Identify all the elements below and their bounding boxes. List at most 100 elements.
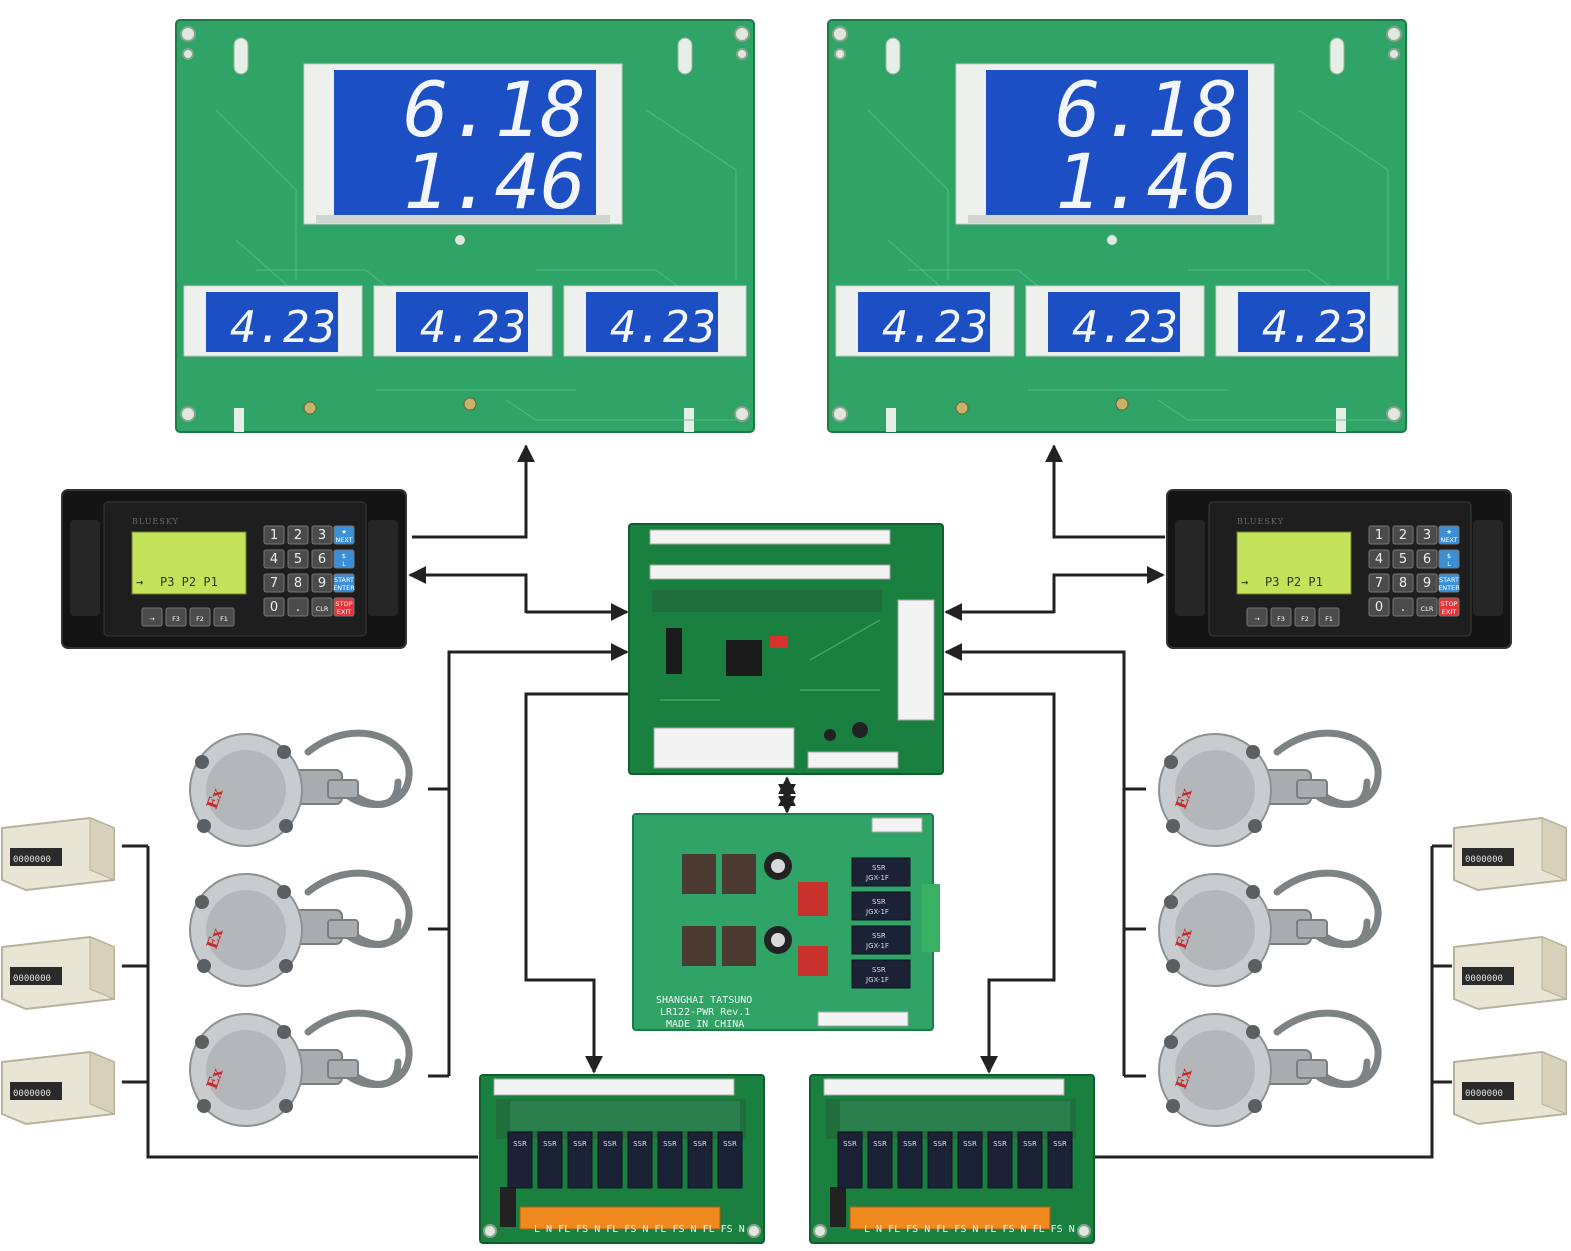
keypad-key-label-right-3-2: CLR <box>1421 605 1434 613</box>
side-key-top-left-1: $ <box>342 552 346 560</box>
keypad-key-left-2-1[interactable] <box>287 573 309 593</box>
power-board-silkscreen-2: LR122-PWR Rev.1 <box>660 1007 750 1018</box>
side-key-left-2[interactable] <box>333 573 355 593</box>
function-key-left-2[interactable] <box>189 607 211 627</box>
wire-terminal-right-to-display-right <box>1045 444 1165 539</box>
function-key-left-0[interactable] <box>141 607 163 627</box>
power-relay-3 <box>851 959 911 989</box>
side-key-label-left-1: L <box>342 560 346 568</box>
function-key-label-left-0: → <box>149 615 155 623</box>
power-relay-1 <box>851 891 911 921</box>
main-price-readout-right: 6.18 <box>1055 65 1238 154</box>
small-readout-right-2: 4.23 <box>1072 302 1178 353</box>
main-control-board <box>628 523 944 775</box>
power-board-silkscreen-1: SHANGHAI TATSUNO <box>656 995 752 1006</box>
keypad-key-left-0-2[interactable] <box>311 525 333 545</box>
keypad-key-label-left-3-1: . <box>296 600 300 615</box>
keypad-key-left-2-0[interactable] <box>263 573 285 593</box>
keypad-key-right-0-2[interactable] <box>1416 525 1438 545</box>
terminal-brand-right: BLUESKY <box>1237 517 1284 526</box>
pulser-right-3 <box>1159 1013 1378 1126</box>
side-key-top-right-1: $ <box>1447 552 1451 560</box>
function-key-left-1[interactable] <box>165 607 187 627</box>
counter-digits-left-3: 0000000 <box>13 1089 51 1099</box>
keypad-key-left-0-1[interactable] <box>287 525 309 545</box>
wire-right-counters-bus <box>1095 846 1434 1159</box>
counter-right-3 <box>1453 1051 1567 1125</box>
keypad-key-left-1-2[interactable] <box>311 549 333 569</box>
terminal-screen-arrow-right: → <box>1241 575 1248 589</box>
counter-right-2 <box>1453 936 1567 1010</box>
relay-label-right-5: SSR <box>993 1140 1007 1148</box>
keypad-key-label-left-2-2: 9 <box>318 576 326 591</box>
keypad-key-right-2-0[interactable] <box>1368 573 1390 593</box>
keypad-key-left-2-2[interactable] <box>311 573 333 593</box>
side-key-right-3[interactable] <box>1438 597 1460 617</box>
keypad-key-left-3-2[interactable] <box>311 597 333 617</box>
function-key-right-1[interactable] <box>1270 607 1292 627</box>
keypad-key-label-left-2-1: 8 <box>294 576 302 591</box>
keypad-key-right-3-0[interactable] <box>1368 597 1390 617</box>
keypad-key-left-3-1[interactable] <box>287 597 309 617</box>
relay-left-0 <box>507 1131 533 1189</box>
keypad-key-left-3-0[interactable] <box>263 597 285 617</box>
side-key-label-right-1: L <box>1447 560 1451 568</box>
function-key-label-right-3: F1 <box>1325 615 1333 623</box>
relay-right-1 <box>867 1131 893 1189</box>
relay-terminal-labels-left: L N FL FS N FL FS N FL FS N FL FS N <box>534 1224 745 1235</box>
function-key-right-2[interactable] <box>1294 607 1316 627</box>
keypad-key-right-0-1[interactable] <box>1392 525 1414 545</box>
relay-right-2 <box>897 1131 923 1189</box>
terminal-screen-text-left: P3 P2 P1 <box>160 575 218 589</box>
wire-terminal-left-to-display-left <box>412 444 535 539</box>
relay-left-5 <box>657 1131 683 1189</box>
function-key-left-3[interactable] <box>213 607 235 627</box>
small-readout-right-3: 4.23 <box>1262 302 1368 353</box>
keypad-key-label-right-2-1: 8 <box>1399 576 1407 591</box>
side-key-top-right-3: STOP <box>1440 600 1457 608</box>
side-key-left-1[interactable] <box>333 549 355 569</box>
keypad-key-label-left-0-2: 3 <box>318 528 326 543</box>
keypad-key-label-right-1-2: 6 <box>1423 552 1431 567</box>
relay-right-3 <box>927 1131 953 1189</box>
function-key-label-left-1: F3 <box>172 615 180 623</box>
side-key-right-0[interactable] <box>1438 525 1460 545</box>
keypad-key-right-1-0[interactable] <box>1368 549 1390 569</box>
relay-label-left-2: SSR <box>573 1140 587 1148</box>
keypad-key-right-1-2[interactable] <box>1416 549 1438 569</box>
keypad-key-right-1-1[interactable] <box>1392 549 1414 569</box>
side-key-right-1[interactable] <box>1438 549 1460 569</box>
function-key-right-0[interactable] <box>1246 607 1268 627</box>
wire-control-to-relay-left <box>524 692 628 1074</box>
relay-left-7 <box>717 1131 743 1189</box>
keypad-key-right-0-0[interactable] <box>1368 525 1390 545</box>
keypad-key-left-1-1[interactable] <box>287 549 309 569</box>
keypad-key-left-0-0[interactable] <box>263 525 285 545</box>
function-key-label-right-0: → <box>1254 615 1260 623</box>
counter-digits-left-2: 0000000 <box>13 974 51 984</box>
wire-control-to-terminal-left <box>408 566 528 613</box>
side-key-left-3[interactable] <box>333 597 355 617</box>
keypad-key-right-2-1[interactable] <box>1392 573 1414 593</box>
relay-label-right-4: SSR <box>963 1140 977 1148</box>
keypad-key-right-2-2[interactable] <box>1416 573 1438 593</box>
wire-control-to-relay-right <box>944 692 1056 1074</box>
keypad-key-label-right-0-1: 2 <box>1399 528 1407 543</box>
power-relay-0 <box>851 857 911 887</box>
keypad-key-right-3-2[interactable] <box>1416 597 1438 617</box>
keypad-key-right-3-1[interactable] <box>1392 597 1414 617</box>
function-key-right-3[interactable] <box>1318 607 1340 627</box>
keypad-key-left-1-0[interactable] <box>263 549 285 569</box>
small-readout-left-3: 4.23 <box>610 302 716 353</box>
power-board-silkscreen-3: MADE IN CHINA <box>666 1019 744 1030</box>
side-key-left-0[interactable] <box>333 525 355 545</box>
side-key-right-2[interactable] <box>1438 573 1460 593</box>
relay-left-6 <box>687 1131 713 1189</box>
power-relay-label-2: SSR <box>872 932 886 940</box>
terminal-screen-text-right: P3 P2 P1 <box>1265 575 1323 589</box>
relay-right-7 <box>1047 1131 1073 1189</box>
relay-label-left-0: SSR <box>513 1140 527 1148</box>
